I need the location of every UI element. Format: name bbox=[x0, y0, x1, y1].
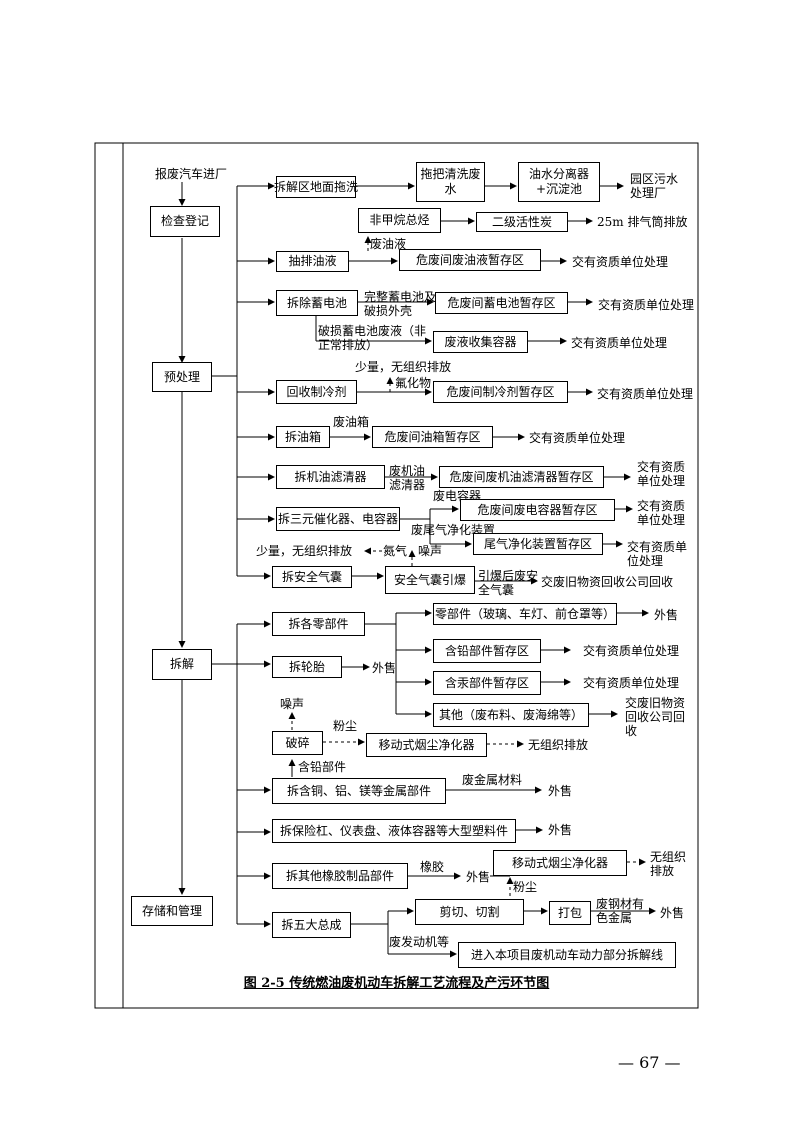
noise-label: 噪声 bbox=[418, 544, 443, 558]
qualified-label-1: 交有资质单位处理 bbox=[572, 255, 669, 269]
engine-label: 废发动机等 bbox=[389, 935, 450, 949]
qualified-label-8: 交有资质单位处理 bbox=[627, 540, 688, 568]
pretreat-node: 预处理 bbox=[152, 362, 212, 392]
storage-node: 存储和管理 bbox=[131, 896, 213, 926]
sale-plastic-label: 外售 bbox=[548, 823, 573, 837]
intact-battery-label: 完整蓄电池及破损外壳 bbox=[364, 290, 437, 318]
others-node: 其他（废布料、废海绵等） bbox=[433, 703, 589, 727]
qualified-label-6: 交有资质单位处理 bbox=[637, 460, 686, 488]
sale-parts-label: 外售 bbox=[654, 608, 679, 622]
mercury-store-node: 含汞部件暂存区 bbox=[433, 671, 541, 695]
capacitor-store-node: 危废间废电容器暂存区 bbox=[460, 499, 615, 521]
refrigerant-store-node: 危废间制冷剂暂存区 bbox=[433, 381, 568, 403]
pack-node: 打包 bbox=[549, 901, 591, 925]
qualified-label-10: 交有资质单位处理 bbox=[583, 676, 680, 690]
qualified-label-2: 交有资质单位处理 bbox=[598, 298, 695, 312]
inspect-node: 检查登记 bbox=[150, 206, 220, 237]
detonated-airbag-label: 引爆后废安全气囊 bbox=[478, 569, 539, 597]
qualified-label-4: 交有资质单位处理 bbox=[597, 387, 694, 401]
sale-metal-label: 外售 bbox=[548, 784, 573, 798]
nonmethane-node: 非甲烷总烃 bbox=[358, 208, 441, 233]
dismantle-node: 拆解 bbox=[152, 649, 212, 680]
power-line-node: 进入本项目废机动车动力部分拆解线 bbox=[458, 942, 676, 968]
parts-sale-node: 零部件（玻璃、车灯、前仓罩等） bbox=[433, 603, 617, 625]
ferrous-label: 废钢材有色金属 bbox=[596, 897, 645, 925]
fuel-tank-store-node: 危废间油箱暂存区 bbox=[372, 426, 493, 448]
recycle-co2-label: 交废旧物资回收公司回收 bbox=[625, 696, 686, 738]
refrigerant-node: 回收制冷剂 bbox=[276, 380, 357, 404]
catalyst-node: 拆三元催化器、电容器 bbox=[276, 507, 400, 531]
mop-water-node: 拖把清洗废水 bbox=[416, 162, 485, 202]
waste-oil-store-node: 危废间废油液暂存区 bbox=[399, 249, 541, 271]
parts-node: 拆各零部件 bbox=[272, 612, 365, 636]
plastic-node: 拆保险杠、仪表盘、液体容器等大型塑料件 bbox=[272, 819, 516, 843]
airbag-node: 拆安全气囊 bbox=[272, 566, 352, 588]
park-wwtp-label: 园区污水处理厂 bbox=[630, 172, 679, 200]
separator-node: 油水分离器+沉淀池 bbox=[518, 162, 600, 202]
figure-caption: 图 2-5 传统燃油废机动车拆解工艺流程及产污环节图 bbox=[243, 976, 550, 991]
metal-node: 拆含铜、铝、镁等金属部件 bbox=[272, 778, 446, 804]
lead-store-node: 含铅部件暂存区 bbox=[433, 639, 541, 663]
assembly-node: 拆五大总成 bbox=[272, 912, 351, 938]
shear-node: 剪切、切割 bbox=[415, 899, 524, 925]
lead-parts-label: 含铅部件 bbox=[298, 760, 347, 774]
small-unorg2-label: 少量，无组织排放 bbox=[256, 544, 353, 558]
waste-oil-filter-label: 废机油滤清器 bbox=[389, 464, 426, 492]
waste-oil-label: 废油液 bbox=[370, 237, 407, 251]
battery-node: 拆除蓄电池 bbox=[276, 290, 358, 316]
entry-label: 报废汽车进厂 bbox=[155, 167, 228, 181]
unorg-label: 无组织排放 bbox=[528, 738, 589, 752]
page-number: — 67 — bbox=[618, 1053, 681, 1072]
qualified-label-9: 交有资质单位处理 bbox=[583, 644, 680, 658]
broken-battery-label: 破损蓄电池废液（非正常排放） bbox=[318, 324, 427, 352]
rubber-label: 橡胶 bbox=[420, 860, 445, 874]
dust-purifier2-node: 移动式烟尘净化器 bbox=[493, 850, 627, 876]
noise2-label: 噪声 bbox=[280, 697, 305, 711]
unorg2-label: 无组织排放 bbox=[650, 850, 687, 878]
dust-label: 粉尘 bbox=[333, 719, 358, 733]
waste-fuel-tank-label: 废油箱 bbox=[333, 415, 370, 429]
scrap-metal-label: 废金属材料 bbox=[462, 773, 523, 787]
dust2-label: 粉尘 bbox=[513, 880, 538, 894]
liquid-container-node: 废液收集容器 bbox=[433, 331, 528, 353]
dust-purifier-node: 移动式烟尘净化器 bbox=[366, 733, 487, 757]
qualified-label-5: 交有资质单位处理 bbox=[529, 431, 626, 445]
fluorine-gas-label: 氮气 bbox=[383, 544, 408, 558]
recycle-co-label: 交废旧物资回收公司回收 bbox=[541, 575, 674, 589]
exhaust-store-node: 尾气净化装置暂存区 bbox=[473, 533, 603, 555]
pump-oil-node: 抽排油液 bbox=[276, 251, 349, 272]
qualified-label-7: 交有资质单位处理 bbox=[637, 499, 686, 527]
small-unorg-label: 少量，无组织排放 bbox=[355, 360, 452, 374]
stack-label: 25m 排气筒排放 bbox=[597, 215, 688, 229]
tire-node: 拆轮胎 bbox=[272, 656, 342, 678]
airbag-detonate-node: 安全气囊引爆 bbox=[385, 566, 475, 594]
oil-filter-store-node: 危废间废机油滤清器暂存区 bbox=[439, 466, 604, 488]
activated-carbon-node: 二级活性炭 bbox=[476, 212, 568, 232]
oil-filter-node: 拆机油滤清器 bbox=[276, 465, 385, 489]
crush-node: 破碎 bbox=[272, 731, 323, 755]
battery-store-node: 危废间蓄电池暂存区 bbox=[435, 292, 568, 314]
sale-tire-label: 外售 bbox=[372, 661, 397, 675]
wash-node: 拆解区地面拖洗 bbox=[274, 176, 358, 198]
fluoride-label: 氟化物 bbox=[395, 376, 432, 390]
qualified-label-3: 交有资质单位处理 bbox=[571, 336, 668, 350]
fuel-tank-node: 拆油箱 bbox=[276, 426, 330, 448]
sale-rubber-label: 外售 bbox=[466, 870, 491, 884]
sale-pack-label: 外售 bbox=[660, 906, 685, 920]
rubber-node: 拆其他橡胶制品部件 bbox=[272, 863, 408, 889]
